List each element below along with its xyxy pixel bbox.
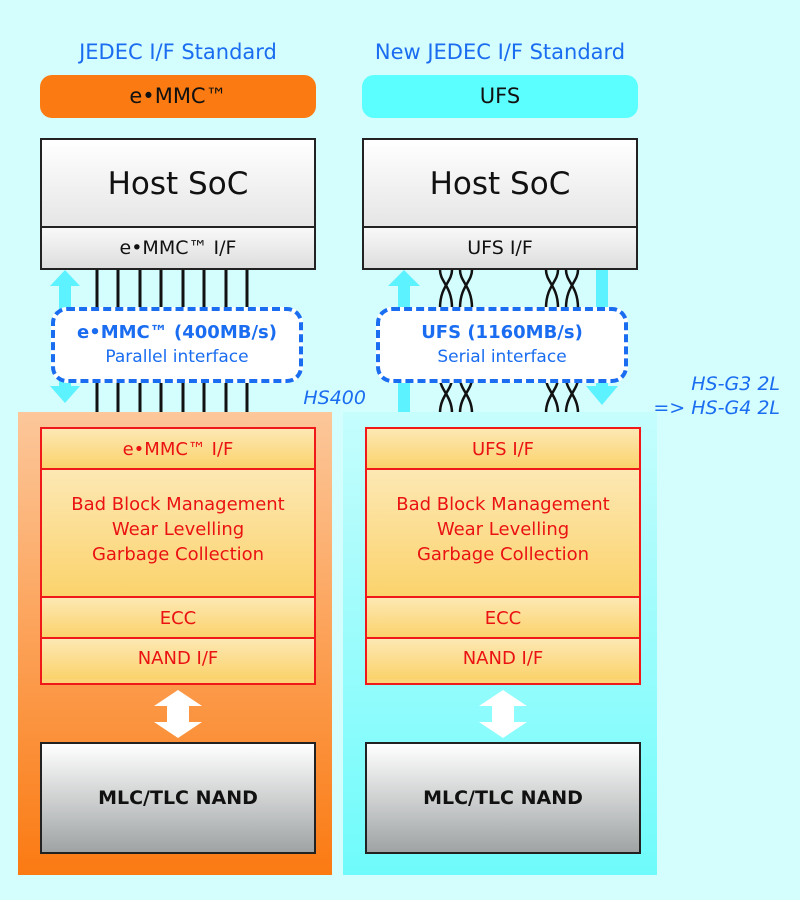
emmc-controller: e•MMC™ I/F Bad Block Management Wear Lev… [40,427,316,685]
ufs-link-type: Serial interface [437,347,567,367]
ftl-functions: Bad Block Management Wear Levelling Garb… [42,470,314,598]
emmc-nand-storage: MLC/TLC NAND [40,742,316,854]
emmc-link-box: e•MMC™ (400MB/s) Parallel interface [51,307,303,383]
host-ufs-interface: UFS I/F [364,228,636,268]
emmc-badge: e•MMC™ [40,75,316,118]
host-soc-label: Host SoC [42,140,314,228]
host-soc-label: Host SoC [364,140,636,228]
ftl-functions: Bad Block Management Wear Levelling Garb… [367,470,639,598]
ecc-layer: ECC [42,598,314,639]
ufs-badge: UFS [362,75,638,118]
emmc-host-soc: Host SoC e•MMC™ I/F [40,138,316,270]
ufs-nand-storage: MLC/TLC NAND [365,742,641,854]
emmc-link-speed: e•MMC™ (400MB/s) [77,322,277,343]
hs-gear-note: HS-G3 2L => HS-G4 2L [630,372,780,420]
emmc-link-type: Parallel interface [105,347,249,367]
device-emmc-interface: e•MMC™ I/F [42,429,314,470]
parallel-bus-lines [95,270,249,413]
nand-bidirectional-arrow-icon [479,690,527,738]
ufs-controller: UFS I/F Bad Block Management Wear Levell… [365,427,641,685]
ufs-host-soc: Host SoC UFS I/F [362,138,638,270]
nand-interface-layer: NAND I/F [42,639,314,679]
device-ufs-interface: UFS I/F [367,429,639,470]
emmc-standard-title: JEDEC I/F Standard [79,40,277,64]
nand-interface-layer: NAND I/F [367,639,639,679]
ufs-standard-title: New JEDEC I/F Standard [374,40,626,64]
host-emmc-interface: e•MMC™ I/F [42,228,314,268]
ufs-link-speed: UFS (1160MB/s) [421,322,583,343]
hs-g3-label: HS-G3 2L [691,373,780,395]
ecc-layer: ECC [367,598,639,639]
hs-g4-label: => HS-G4 2L [653,397,780,419]
hs400-note: HS400 [303,387,366,409]
nand-bidirectional-arrow-icon [154,690,202,738]
ufs-link-box: UFS (1160MB/s) Serial interface [376,307,628,383]
